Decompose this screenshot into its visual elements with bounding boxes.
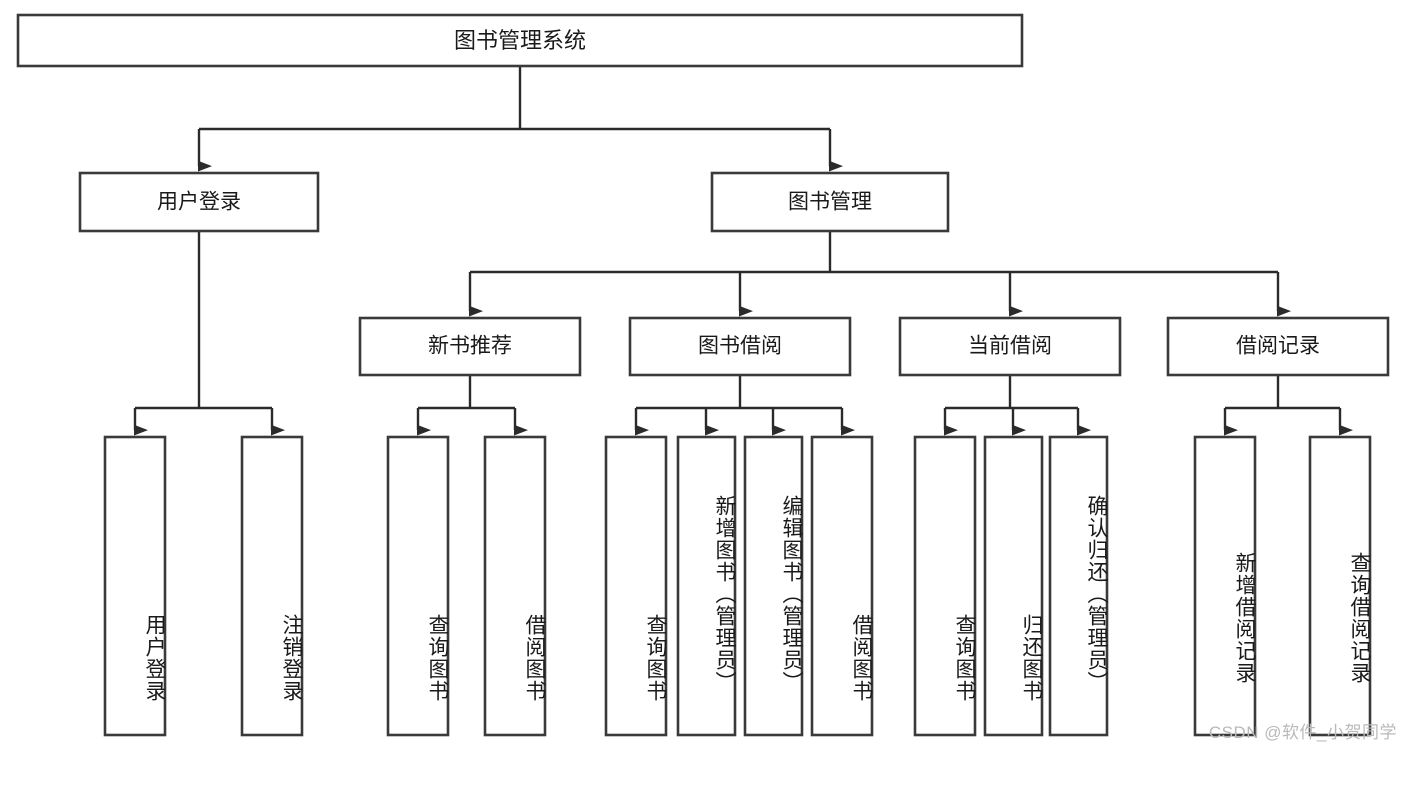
node-borrow-record[interactable]: 借阅记录 <box>1166 316 1390 377</box>
leaf-box-confirm-return[interactable] <box>1048 435 1109 737</box>
node-new-book-recommend[interactable]: 新书推荐 <box>358 316 582 377</box>
leaf-box-query-book-2[interactable] <box>604 435 668 737</box>
leaf-box-add-book-admin[interactable] <box>676 435 737 737</box>
flowchart-diagram: 图书管理系统 用户登录 图书管理 新书推荐 图书借阅 当前 <box>16 13 1397 742</box>
node-current-borrow-label: 当前借阅 <box>968 335 1052 358</box>
node-current-borrow[interactable]: 当前借阅 <box>898 316 1122 377</box>
watermark-text: CSDN @软件_小贺同学 <box>1208 723 1397 742</box>
node-new-book-recommend-label: 新书推荐 <box>428 335 512 358</box>
leaf-box-user-login[interactable] <box>103 435 167 737</box>
node-book-borrow-label: 图书借阅 <box>698 335 782 358</box>
leaf-box-edit-book-admin[interactable] <box>743 435 804 737</box>
leaf-box-add-record[interactable] <box>1193 435 1257 737</box>
flowchart-svg: 图书管理系统 用户登录 图书管理 新书推荐 图书借阅 当前 <box>16 13 1390 737</box>
leaf-box-logout[interactable] <box>240 435 304 737</box>
node-book-borrow[interactable]: 图书借阅 <box>628 316 852 377</box>
leaf-box-query-record[interactable] <box>1308 435 1372 737</box>
node-user-login[interactable]: 用户登录 <box>78 171 320 233</box>
node-borrow-record-label: 借阅记录 <box>1236 335 1320 358</box>
leaf-box-return-book[interactable] <box>983 435 1044 737</box>
leaf-box-query-book-1[interactable] <box>386 435 450 737</box>
node-root[interactable]: 图书管理系统 <box>16 13 1024 68</box>
node-book-management[interactable]: 图书管理 <box>710 171 950 233</box>
connector-layer <box>133 66 1353 436</box>
leaf-box-borrow-book-2[interactable] <box>810 435 874 737</box>
node-layer: 图书管理系统 用户登录 图书管理 新书推荐 图书借阅 当前 <box>16 13 1390 737</box>
node-user-login-label: 用户登录 <box>157 191 241 214</box>
node-book-management-label: 图书管理 <box>788 191 872 214</box>
leaf-box-borrow-book-1[interactable] <box>483 435 547 737</box>
leaf-box-query-book-3[interactable] <box>913 435 977 737</box>
node-root-label: 图书管理系统 <box>454 28 586 53</box>
